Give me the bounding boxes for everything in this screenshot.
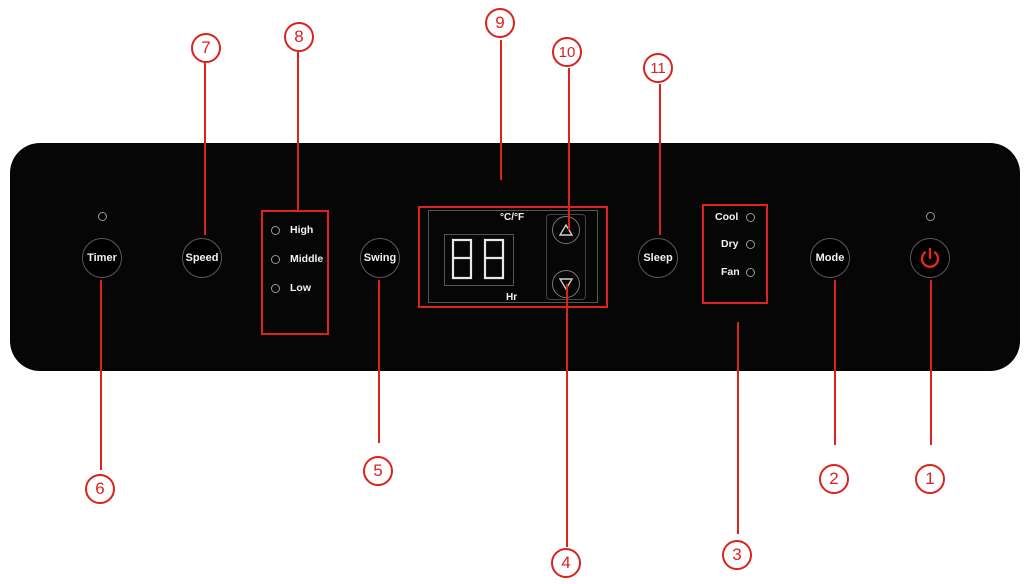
mode-led-fan	[746, 268, 755, 277]
speed-label-low: Low	[290, 282, 311, 294]
digit-88	[451, 238, 505, 280]
mode-label-fan: Fan	[721, 266, 740, 278]
swing-button[interactable]: Swing	[360, 238, 400, 278]
temperature-unit-label: °C/°F	[500, 212, 525, 223]
callout-line-8	[297, 52, 299, 210]
mode-button[interactable]: Mode	[810, 238, 850, 278]
sleep-button[interactable]: Sleep	[638, 238, 678, 278]
callout-2: 2	[819, 464, 849, 494]
callout-line-1	[930, 280, 932, 445]
timer-button[interactable]: Timer	[82, 238, 122, 278]
speed-indicator-box	[261, 210, 329, 335]
display-window	[428, 210, 598, 303]
speed-button[interactable]: Speed	[182, 238, 222, 278]
power-icon	[920, 247, 940, 268]
power-button[interactable]	[910, 238, 950, 278]
callout-line-10	[568, 68, 570, 230]
hours-unit-label: Hr	[506, 292, 518, 303]
callout-line-4	[566, 284, 568, 547]
callout-8: 8	[284, 22, 314, 52]
callout-10: 10	[552, 37, 582, 67]
callout-6: 6	[85, 474, 115, 504]
callout-line-2	[834, 280, 836, 445]
speed-led-middle	[271, 255, 280, 264]
callout-line-11	[659, 84, 661, 235]
speed-led-low	[271, 284, 280, 293]
up-button[interactable]	[552, 216, 580, 244]
callout-line-9	[500, 40, 502, 180]
down-arrow-icon	[558, 278, 574, 291]
seven-segment-display	[444, 234, 514, 286]
callout-11: 11	[643, 53, 673, 83]
mode-label-dry: Dry	[721, 238, 739, 250]
mode-led-cool	[746, 213, 755, 222]
speed-label-middle: Middle	[290, 253, 324, 265]
callout-line-3	[737, 322, 739, 534]
callout-4: 4	[551, 548, 581, 578]
callout-line-7	[204, 63, 206, 235]
mode-label-cool: Cool	[715, 211, 739, 223]
speed-led-high	[271, 226, 280, 235]
mode-indicator-box	[702, 204, 768, 304]
callout-3: 3	[722, 540, 752, 570]
speed-label-high: High	[290, 224, 314, 236]
callout-line-5	[378, 280, 380, 443]
callout-5: 5	[363, 456, 393, 486]
up-arrow-icon	[558, 223, 574, 236]
display-box	[418, 206, 608, 308]
callout-line-6	[100, 280, 102, 470]
callout-7: 7	[191, 33, 221, 63]
callout-9: 9	[485, 8, 515, 38]
mode-led-dry	[746, 240, 755, 249]
control-panel	[10, 143, 1020, 371]
power-led	[926, 212, 935, 221]
callout-1: 1	[915, 464, 945, 494]
timer-led	[98, 212, 107, 221]
